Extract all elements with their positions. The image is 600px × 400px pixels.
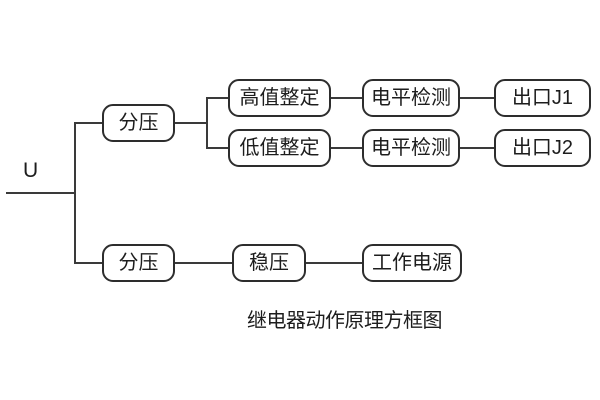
node-working-power-supply: 工作电源	[362, 244, 462, 282]
node-level-detection-2: 电平检测	[362, 129, 460, 167]
node-output-j1: 出口J1	[494, 79, 591, 117]
diagram-caption: 继电器动作原理方框图	[247, 310, 443, 332]
connector-stub-divider-bottom	[74, 262, 102, 264]
connector-high-set-to-detect	[331, 97, 362, 99]
connector-stub-divider-top	[74, 122, 102, 124]
connector-stub-high-set	[206, 97, 228, 99]
connector-stub-low-set	[206, 147, 228, 149]
connector-regulator-to-power	[306, 262, 362, 264]
connector-detect-to-out-j1	[460, 97, 494, 99]
connector-branch-vertical	[206, 97, 208, 149]
node-output-j2: 出口J2	[494, 129, 591, 167]
connector-input-line	[6, 192, 75, 194]
node-voltage-regulator: 稳压	[232, 244, 306, 282]
connector-divider-to-regulator	[175, 262, 232, 264]
node-level-detection-1: 电平检测	[362, 79, 460, 117]
connector-detect-to-out-j2	[460, 147, 494, 149]
input-voltage-label: U	[23, 159, 39, 182]
node-voltage-divider-bottom: 分压	[102, 244, 175, 282]
connector-low-set-to-detect	[331, 147, 362, 149]
node-high-value-setting: 高值整定	[228, 79, 331, 117]
node-voltage-divider-top: 分压	[102, 104, 175, 142]
connector-trunk-vertical	[74, 122, 76, 264]
node-low-value-setting: 低值整定	[228, 129, 331, 167]
connector-divider-to-branch	[175, 122, 208, 124]
